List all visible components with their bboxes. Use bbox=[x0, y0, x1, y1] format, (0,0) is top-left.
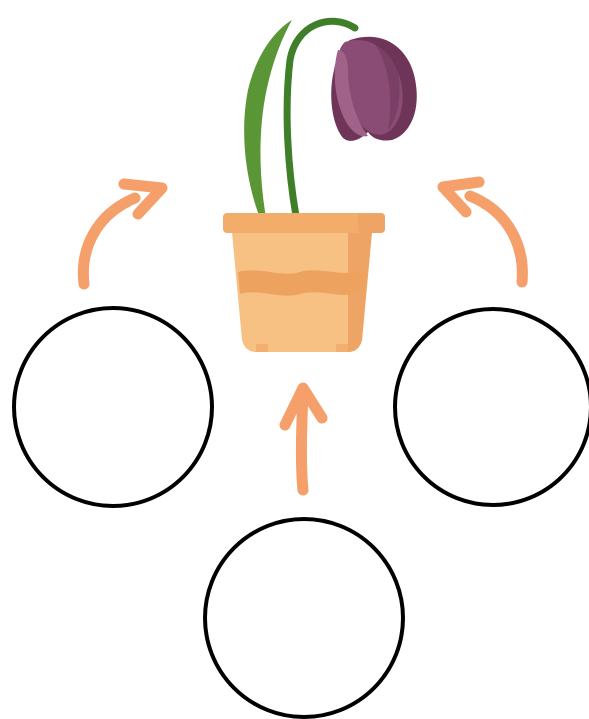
leaf bbox=[244, 20, 292, 242]
bottom-empty-circle bbox=[203, 517, 405, 719]
right-empty-circle bbox=[393, 307, 589, 507]
arrow-left-curved bbox=[77, 178, 168, 290]
wilted-tulip-in-pot-icon bbox=[223, 17, 417, 352]
left-empty-circle bbox=[12, 306, 214, 508]
tulip-flower bbox=[331, 36, 417, 141]
flower-pot bbox=[223, 213, 385, 352]
stem bbox=[283, 17, 359, 220]
arrow-right-curved bbox=[437, 176, 528, 288]
arrow-bottom-up bbox=[279, 382, 328, 496]
